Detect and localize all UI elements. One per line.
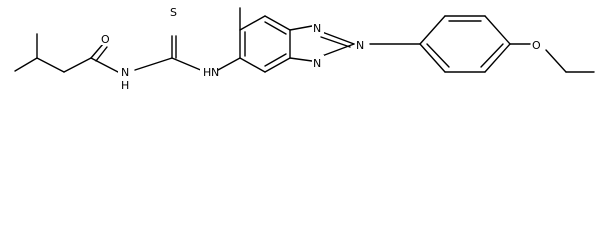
bond-nh-cs	[134, 57, 173, 71]
bond-ch-ch2	[36, 57, 65, 73]
atom-nitrogen-triazole-top: N	[313, 22, 321, 35]
bond-co-nh	[90, 57, 119, 73]
bond-triazole-2	[321, 31, 355, 45]
bond-o-ch2	[545, 49, 567, 73]
bond-ph-f-inner	[426, 43, 450, 68]
atom-nitrogen-thio: N	[211, 66, 219, 79]
bond-carbonyl-2	[95, 46, 108, 62]
bond-ring-e-inner	[264, 53, 287, 67]
bond-triazole-4	[289, 57, 313, 62]
atom-labels: O S N H H N N N N O	[100, 4, 543, 92]
bond-ph-a	[419, 15, 446, 45]
bond-ring-c	[264, 15, 291, 31]
atom-nitrogen-triazole-bottom: N	[313, 57, 321, 70]
bond-carbonyl-1	[90, 43, 104, 59]
bond-ph-f	[419, 43, 446, 73]
atom-hydrogen-amide: H	[121, 79, 129, 92]
bond-ring-c-inner	[264, 21, 287, 35]
atom-hydrogen-thio: H	[203, 66, 211, 79]
bond-ring-b	[239, 15, 266, 31]
bond-triazole-3	[321, 43, 355, 57]
bond-ph-d	[484, 43, 511, 73]
bond-triazole-1	[289, 25, 313, 31]
bond-ph-c	[484, 15, 511, 45]
bonds	[14, 7, 595, 73]
atom-nitrogen-triazole-mid: N	[356, 39, 364, 52]
bond-triazole-2b	[320, 36, 351, 48]
molecule-diagram: O S N H H N N N N O	[14, 4, 595, 92]
bond-cs-nh	[171, 57, 204, 72]
atom-sulfur: S	[170, 6, 177, 19]
atom-nitrogen-amide: N	[121, 66, 129, 79]
atom-oxygen-carbonyl: O	[101, 33, 110, 46]
atom-oxygen-ether: O	[532, 39, 541, 52]
bond-ch2-co	[63, 57, 92, 73]
bond-nh-ring	[217, 57, 241, 71]
bond-ring-e	[264, 57, 291, 73]
bond-ring-f	[239, 57, 266, 73]
bond-ph-d-inner	[480, 43, 504, 68]
bond-methyl-left	[14, 57, 38, 72]
